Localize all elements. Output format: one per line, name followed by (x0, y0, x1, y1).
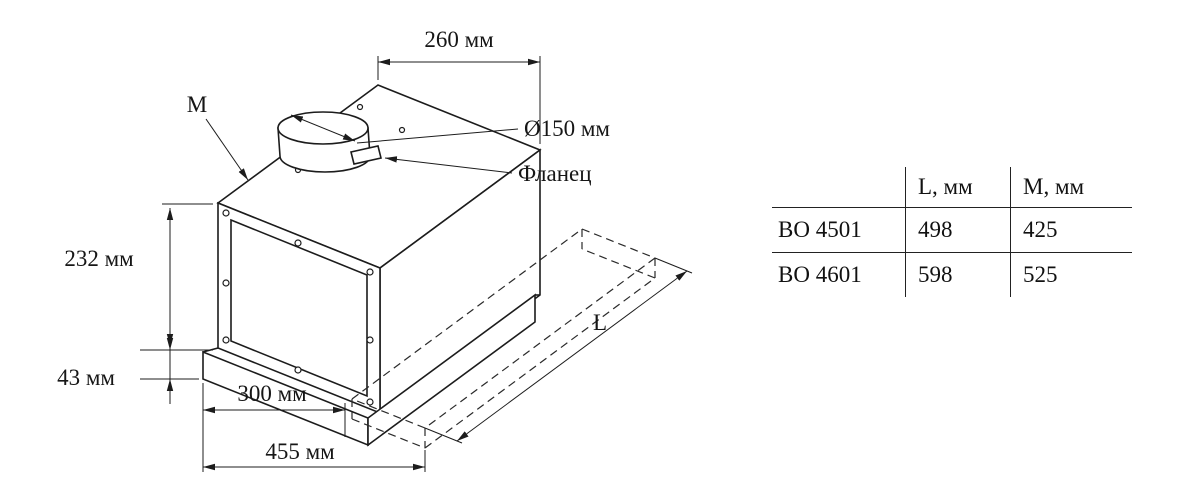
dimension-300-label: 300 мм (237, 381, 307, 406)
dimension-l: L (424, 257, 693, 444)
dimension-43-label: 43 мм (57, 365, 115, 390)
flange-callout: Фланец (384, 156, 592, 186)
dimension-455-label: 455 мм (265, 439, 335, 464)
table-header-model (772, 167, 905, 207)
flange-label: Фланец (518, 161, 592, 186)
table-cell-l-1: 598 (905, 252, 1010, 297)
dimension-300: 300 мм (203, 381, 346, 437)
diameter-label: Ø150 мм (524, 116, 610, 141)
dimension-43: 43 мм (57, 336, 199, 404)
table-cell-l-0: 498 (905, 207, 1010, 252)
screw-holes (222, 103, 406, 406)
dimension-260: 260 мм (377, 27, 541, 144)
dimension-232: 232 мм (64, 203, 213, 351)
table-header-m: M, мм (1010, 167, 1132, 207)
table-cell-model-0: ВО 4501 (772, 207, 905, 252)
dimension-260-label: 260 мм (424, 27, 494, 52)
mounting-frame (230, 218, 368, 398)
dimension-m: M (187, 92, 249, 181)
dimension-diameter-150: Ø150 мм (290, 114, 610, 144)
m-label: M (187, 92, 207, 117)
technical-drawing: 260 мм M Ø150 мм Фланец 232 мм (57, 27, 693, 472)
hood-body (216, 84, 542, 415)
dimension-232-label: 232 мм (64, 246, 134, 271)
l-label: L (593, 310, 607, 335)
table-cell-m-1: 525 (1010, 252, 1132, 297)
flange-tab (350, 145, 382, 165)
spec-table: L, мм M, мм ВО 4501 498 425 ВО 4601 598 … (772, 167, 1132, 297)
table-header-l: L, мм (905, 167, 1010, 207)
dimension-455: 455 мм (202, 383, 426, 472)
table-cell-m-0: 425 (1010, 207, 1132, 252)
table-cell-model-1: ВО 4601 (772, 252, 905, 297)
